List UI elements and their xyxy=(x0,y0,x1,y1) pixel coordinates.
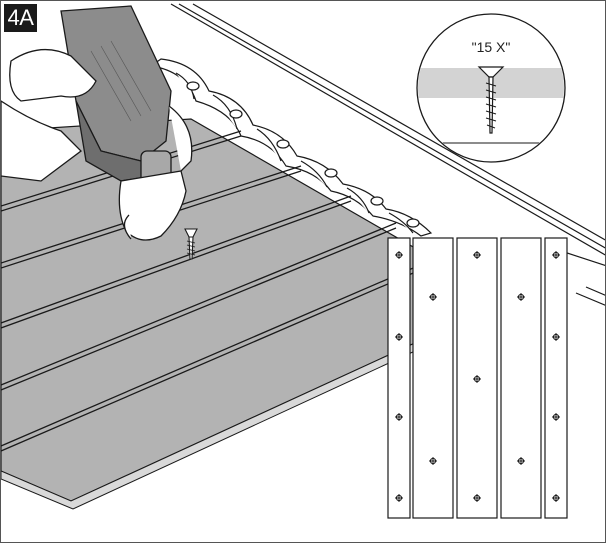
scalloped-rail xyxy=(149,58,433,237)
screw-marker xyxy=(552,494,560,502)
screw-icon xyxy=(184,228,198,260)
screw-marker xyxy=(552,413,560,421)
screw-markers xyxy=(395,251,560,502)
screw-marker xyxy=(429,293,437,301)
screw-marker xyxy=(517,457,525,465)
screw-layout-diagram xyxy=(387,237,568,519)
screw-marker xyxy=(395,333,403,341)
deck-boards xyxy=(1,118,442,510)
layout-board-5 xyxy=(544,237,568,519)
frame-rails xyxy=(170,3,605,306)
hand-icon xyxy=(1,48,193,241)
layout-board-4 xyxy=(500,237,542,519)
step-label: 4A xyxy=(4,4,37,32)
board-surface xyxy=(1,118,442,502)
screw-marker xyxy=(552,333,560,341)
screw-marker xyxy=(517,293,525,301)
screw-marker xyxy=(429,457,437,465)
screw-marker xyxy=(395,251,403,259)
screw-marker xyxy=(395,494,403,502)
board-gaps xyxy=(1,130,442,452)
layout-board-2 xyxy=(412,237,454,519)
screw-callout xyxy=(416,13,566,163)
screw-marker xyxy=(473,251,481,259)
screw-marker xyxy=(473,494,481,502)
layout-board-1 xyxy=(387,237,411,519)
screw-marker xyxy=(473,375,481,383)
screw-marker xyxy=(395,413,403,421)
callout-screw-icon xyxy=(477,66,505,134)
screw-marker xyxy=(552,251,560,259)
